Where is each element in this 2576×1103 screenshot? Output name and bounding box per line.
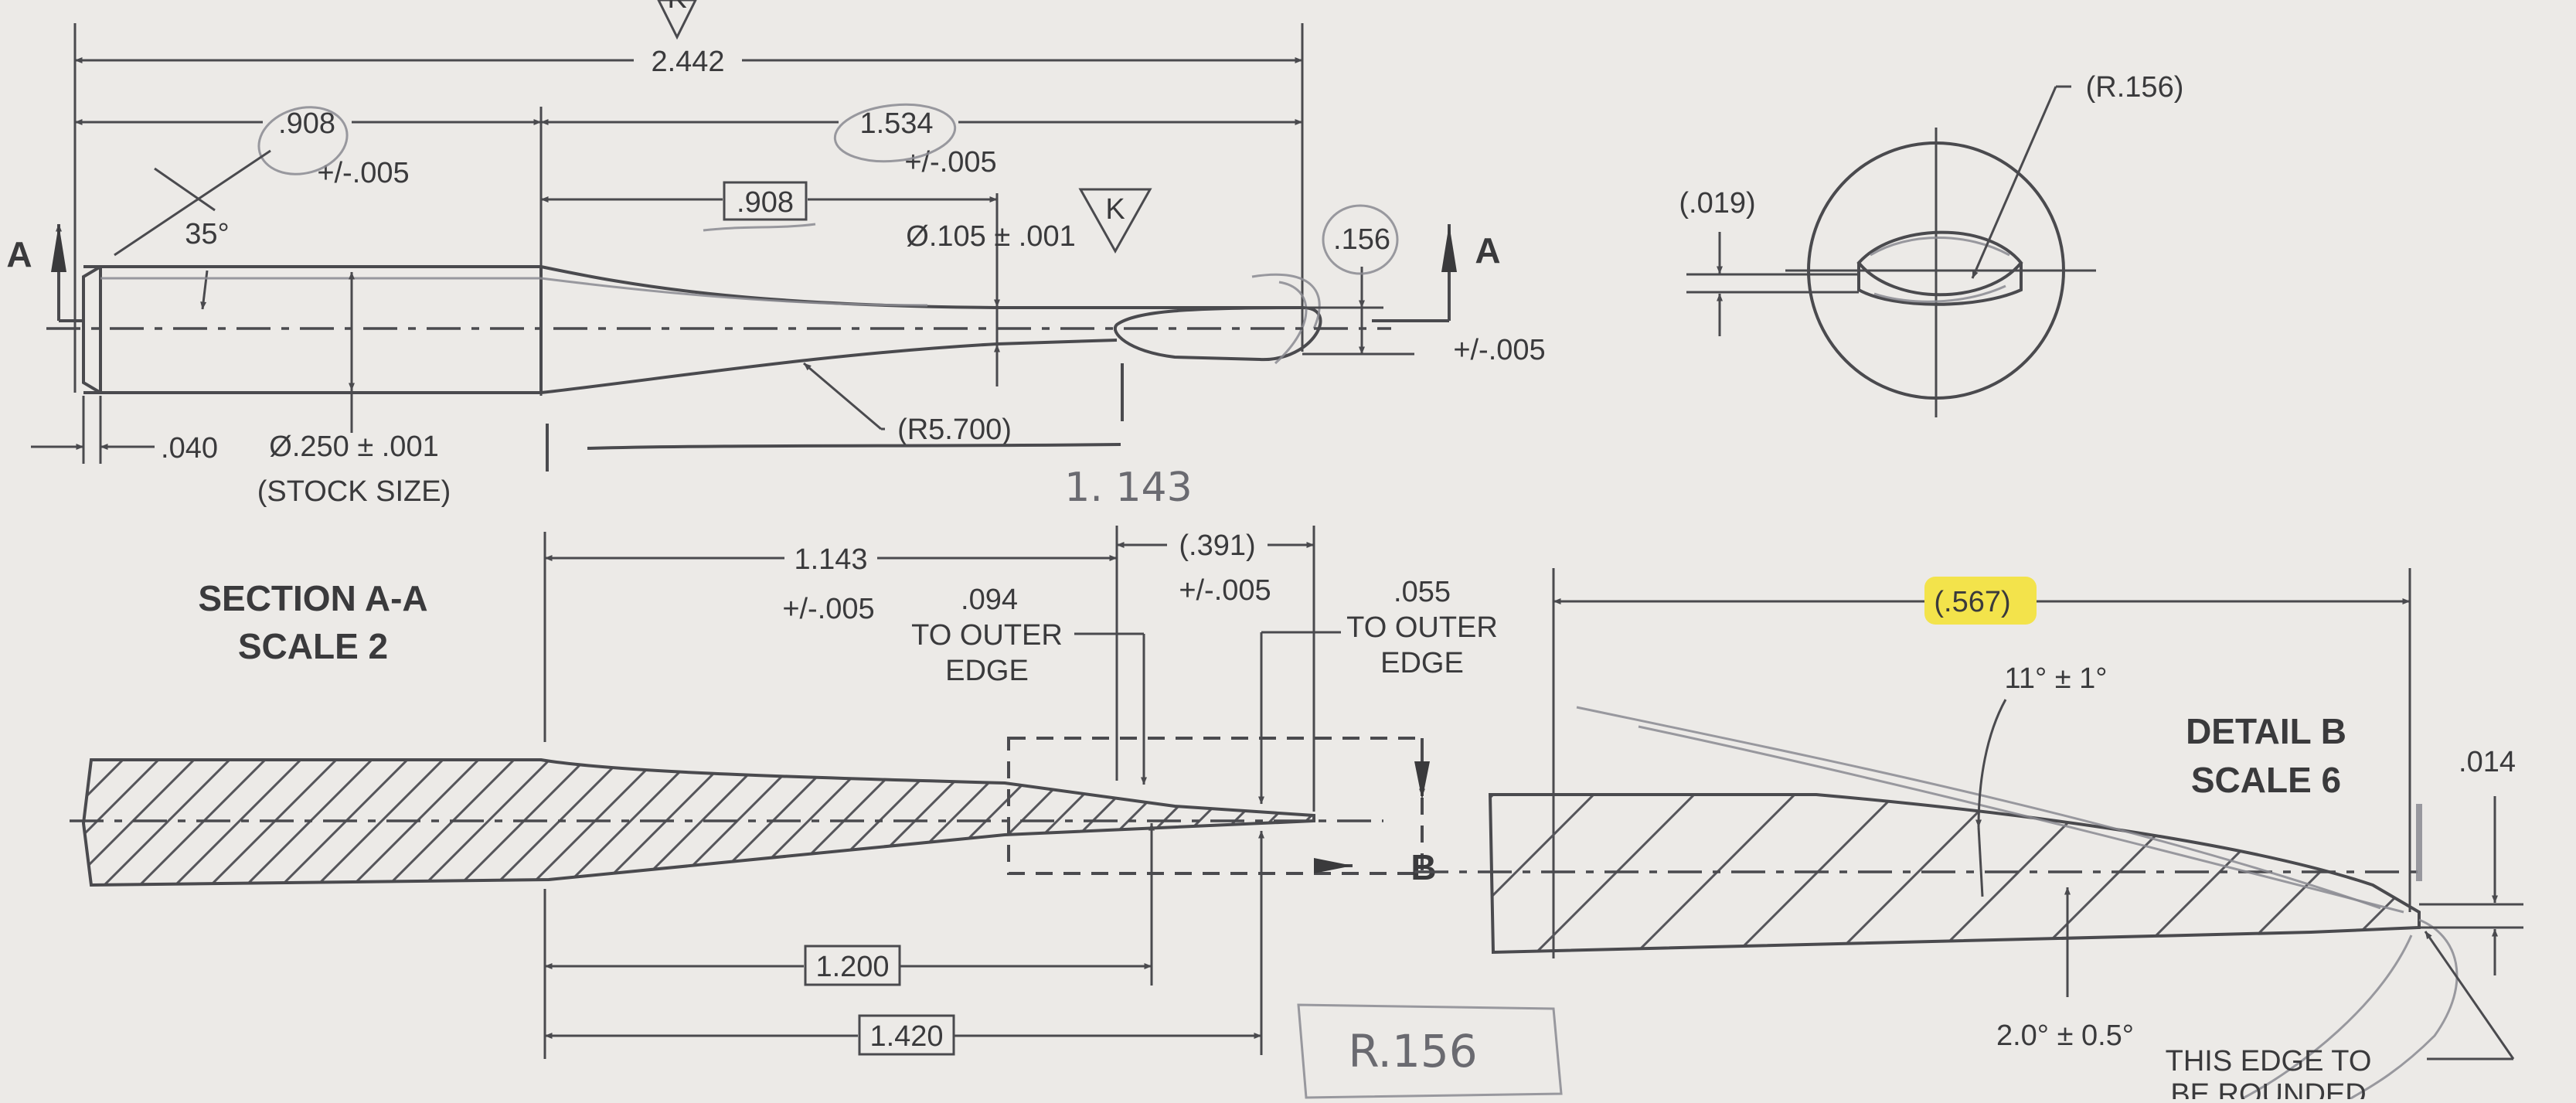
hatch-line [1059,760,1201,885]
hatch-line [277,760,419,885]
hatch-line [490,760,632,885]
hatch-line [419,760,561,885]
hatch-line [241,760,383,885]
outer-value-label: .055 [1393,576,1451,608]
detail-angle-1-label: 11° ± 1° [2005,662,2108,695]
hatch-line [774,760,917,885]
hatch-line [1830,795,2003,952]
chamfer-length-label: .040 [161,432,218,465]
hatch-line [206,760,348,885]
detail-scale: SCALE 6 [2191,760,2341,800]
hatch-line [1272,760,1314,885]
handwritten-length-note: 1. 143 [1064,465,1192,511]
right-tolerance-label: +/-.005 [904,146,996,179]
outer-note-line-2: EDGE [1380,647,1464,679]
section-letter-right: A [1475,230,1500,271]
detail-b: DETAIL B SCALE 6 (.567) 11° ± 1° 2.0° ± … [1414,568,2523,1103]
hatch-line [83,760,134,885]
hatch-line [1237,760,1314,885]
detail-angle-2-label: 2.0° ± 0.5° [1996,1020,2134,1052]
taper-length-label: 1.143 [794,543,867,576]
left-length-label: .908 [278,107,335,140]
hatch-line [703,760,846,885]
basic-dim-1200: 1.200 [815,951,889,983]
hatch-line [952,760,1094,885]
hatch-line [170,760,312,885]
detail-letter: B [1411,847,1436,887]
end-view-offset-label: (.019) [1679,187,1755,220]
tip-height-tolerance-label: +/-.005 [1453,334,1545,366]
hatch-line [454,760,597,885]
taper-tolerance-label: +/-.005 [782,593,874,625]
basic-dim-1420: 1.420 [869,1020,943,1053]
tip-length-label: (.391) [1179,529,1255,562]
hatch-line [83,760,206,885]
hatch-line [1490,795,1601,952]
hatch-line [881,760,1023,885]
stock-note-label: (STOCK SIZE) [257,475,451,508]
hatch-line [1165,760,1308,885]
outer-note-line-1: TO OUTER [1346,611,1498,644]
detail-length-label: (.567) [1934,586,2010,618]
hatch-line [134,760,277,885]
hatch-line [312,760,454,885]
tip-height-label: .156 [1333,223,1390,256]
inner-value-label: .094 [961,584,1018,616]
hatch-line [1629,795,1802,952]
hatch-line [99,760,241,885]
hatch-line [846,760,988,885]
inner-note-line-1: TO OUTER [911,619,1063,652]
basic-dim-label: .908 [737,186,794,219]
handwritten-radius-note: R.156 [1348,1025,1477,1077]
section-a-a: SECTION A-A SCALE 2 B 1.143 +/-.005 (.39… [0,526,1563,1099]
hatch-line [1730,795,1903,952]
right-length-label: 1.534 [859,107,933,140]
hatch-line [1529,795,1702,952]
flag-top-label: K [667,0,686,15]
hatch-line [810,760,952,885]
edge-note-line-2: BE ROUNDED [2170,1078,2366,1099]
hatch-line [668,760,810,885]
hatch-line [739,760,881,885]
tip-diameter-label: Ø.105 ± .001 [906,220,1075,253]
detail-title: DETAIL B [2186,711,2346,751]
hatch-line [83,760,170,885]
overall-length-label: 2.442 [651,46,724,78]
top-view: 2.442 K .908 +/-.005 1.534 +/-.005 .908 … [6,0,1546,511]
hatch-line [917,760,1059,885]
tip-tolerance-label: +/-.005 [1179,574,1271,607]
inner-note-line-2: EDGE [945,655,1029,687]
hatch-line [0,750,62,889]
highlight-marker [1924,577,2037,625]
taper-radius-label: (R5.700) [897,414,1012,446]
end-view-radius-label: (R.156) [2086,71,2184,104]
flag-k-label: K [1105,193,1125,226]
stock-diameter-label: Ø.250 ± .001 [269,431,438,463]
section-scale: SCALE 2 [238,626,388,666]
hatch-line [383,760,526,885]
chamfer-angle-label: 35° [185,218,229,250]
section-letter-left: A [6,234,32,274]
end-view: (.019) (R.156) [1679,71,2183,417]
section-title: SECTION A-A [198,578,427,618]
hatch-line [526,760,668,885]
hatch-line [348,760,490,885]
edge-note-line-1: THIS EDGE TO [2166,1045,2372,1077]
edge-thickness-label: .014 [2459,746,2516,778]
